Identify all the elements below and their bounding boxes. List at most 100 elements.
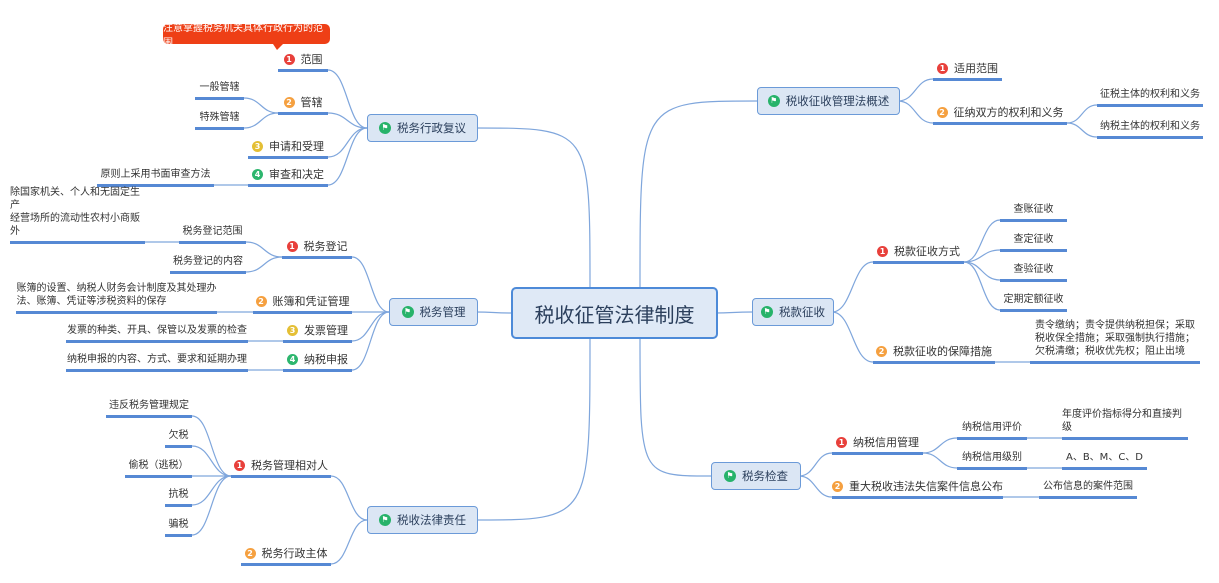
- main-topic[interactable]: ⚑税收法律责任: [367, 506, 478, 534]
- detail-node[interactable]: 账簿的设置、纳税人财务会计制度及其处理办 法、账簿、凭证等涉税资料的保存: [16, 282, 217, 314]
- detail-node[interactable]: 发票的种类、开具、保管以及发票的检查: [66, 324, 248, 343]
- callout-note: 注意掌握税务机关具体行政行为的范围: [163, 23, 330, 50]
- node-label: 纳税信用级别: [962, 452, 1022, 463]
- detail-node[interactable]: 特殊管辖: [195, 111, 244, 130]
- connector-line: [922, 437, 958, 454]
- node-label: 责令缴纳；责令提供纳税担保；采取 税收保全措施；采取强制执行措施； 欠税清缴；税…: [1035, 320, 1195, 357]
- connector-line: [191, 475, 232, 536]
- priority-4-icon: 4: [287, 354, 298, 365]
- connector-line: [1066, 122, 1098, 138]
- connector-line: [963, 219, 1001, 263]
- node-label: 纳税信用管理: [853, 436, 919, 449]
- node-label: 税务登记范围: [182, 226, 243, 237]
- connector-line: [963, 249, 1001, 263]
- connector-line: [831, 311, 874, 363]
- main-topic[interactable]: ⚑税款征收: [752, 298, 834, 326]
- main-topic[interactable]: ⚑ 税务检查: [711, 462, 801, 490]
- node-label: 发票管理: [304, 324, 348, 337]
- detail-node[interactable]: 原则上采用书面审查方法: [97, 168, 214, 187]
- connector-line: [897, 100, 934, 124]
- priority-3-icon: 3: [252, 141, 263, 152]
- main-topic[interactable]: ⚑税务管理: [389, 298, 478, 326]
- detail-node[interactable]: 公布信息的案件范围: [1039, 480, 1137, 499]
- detail-node[interactable]: 纳税信用评价: [957, 421, 1027, 440]
- node-label: 原则上采用书面审查方法: [100, 169, 211, 180]
- detail-node[interactable]: 骗税: [165, 518, 192, 537]
- node-label: 抗税: [168, 489, 189, 500]
- main-topic-label: 税收法律责任: [397, 513, 466, 527]
- central-topic[interactable]: 税收征管法律制度: [511, 287, 718, 339]
- node-label: 税款征收的保障措施: [893, 345, 992, 358]
- detail-node[interactable]: 税务登记范围: [179, 225, 246, 244]
- connector-line: [327, 112, 368, 129]
- connector-line: [191, 415, 232, 477]
- detail-node[interactable]: 查定征收: [1000, 233, 1067, 252]
- detail-node[interactable]: 违反税务管理规定: [106, 399, 192, 418]
- connector-line: [243, 97, 279, 114]
- node-label: 纳税申报的内容、方式、要求和延期办理: [67, 354, 247, 365]
- detail-node[interactable]: 税务登记的内容: [170, 255, 246, 274]
- connector-line: [245, 256, 283, 273]
- connector-line: [327, 127, 368, 186]
- node-label: 偷税（逃税）: [128, 460, 189, 471]
- detail-node[interactable]: 抗税: [165, 488, 192, 507]
- node-label: 账簿的设置、纳税人财务会计制度及其处理办 法、账簿、凭证等涉税资料的保存: [16, 283, 217, 307]
- main-topic[interactable]: ⚑税收征收管理法概述: [757, 87, 900, 115]
- flag-icon: ⚑: [724, 470, 736, 482]
- priority-1-icon: 1: [286, 241, 298, 252]
- node-label: 纳税信用评价: [962, 422, 1022, 433]
- flag-icon: ⚑: [379, 122, 391, 134]
- priority-1-icon: 1: [836, 437, 847, 448]
- detail-node[interactable]: 查账征收: [1000, 203, 1067, 222]
- main-topic-label: 税务检查: [742, 469, 788, 483]
- detail-node[interactable]: 纳税申报的内容、方式、要求和延期办理: [66, 353, 248, 372]
- main-topic-label: 税务管理: [419, 305, 466, 319]
- detail-node[interactable]: 查验征收: [1000, 263, 1067, 282]
- connector-line: [963, 261, 1001, 311]
- node-label: 骗税: [168, 519, 189, 530]
- node-label: 一般管辖: [199, 82, 240, 93]
- node-label: 税务登记的内容: [173, 256, 243, 267]
- node-label: 重大税收违法失信案件信息公布: [849, 480, 1003, 493]
- detail-node[interactable]: 责令缴纳；责令提供纳税担保；采取 税收保全措施；采取强制执行措施； 欠税清缴；税…: [1030, 319, 1200, 364]
- connector-line: [475, 338, 591, 521]
- main-topic[interactable]: ⚑税务行政复议: [367, 114, 478, 142]
- node-label: 公布信息的案件范围: [1043, 481, 1133, 492]
- connector-line: [191, 475, 232, 506]
- detail-node[interactable]: 定期定额征收: [1000, 293, 1067, 312]
- detail-node[interactable]: 一般管辖: [195, 81, 244, 100]
- detail-node[interactable]: 征税主体的权利和义务: [1097, 88, 1203, 107]
- connector-line: [245, 241, 283, 258]
- subtopic-node[interactable]: 1 纳税信用管理: [832, 436, 923, 455]
- detail-node[interactable]: 偷税（逃税）: [125, 459, 192, 478]
- detail-node[interactable]: 年度评价指标得分和直接判级: [1062, 408, 1188, 440]
- connector-line: [798, 452, 833, 477]
- detail-node[interactable]: 除国家机关、个人和无固定生产 经营场所的流动性农村小商贩外: [10, 186, 145, 244]
- connector-line: [330, 475, 368, 521]
- flag-icon: ⚑: [761, 306, 773, 318]
- priority-1-icon: 1: [234, 460, 245, 471]
- connector-line: [330, 519, 368, 565]
- detail-node[interactable]: 欠税: [165, 429, 192, 448]
- node-label: 征税主体的权利和义务: [1100, 89, 1200, 100]
- central-topic-label: 税收征管法律制度: [534, 302, 695, 327]
- detail-node[interactable]: A、B、M、C、D: [1062, 451, 1147, 470]
- detail-node[interactable]: 纳税主体的权利和义务: [1097, 120, 1203, 139]
- detail-node[interactable]: 纳税信用级别: [957, 451, 1027, 470]
- connector-line: [798, 475, 833, 498]
